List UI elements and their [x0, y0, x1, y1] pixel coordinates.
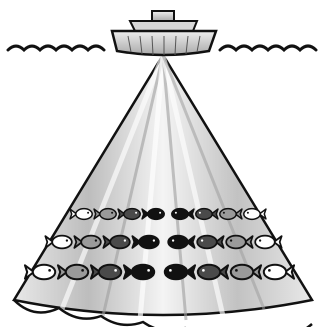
boat-cabin	[152, 11, 174, 21]
boat-superstructure	[130, 21, 197, 31]
sonar-beam	[14, 55, 312, 327]
boat	[112, 11, 216, 55]
